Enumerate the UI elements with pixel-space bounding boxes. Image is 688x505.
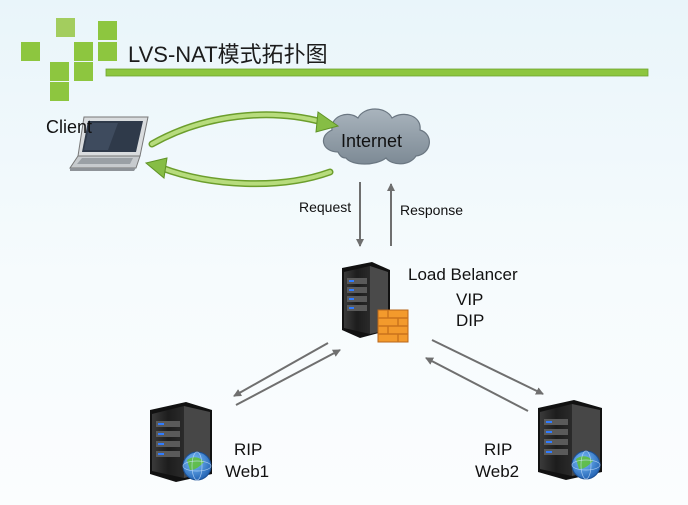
- web2-rip-label: RIP: [484, 440, 513, 459]
- web2-to-lb-arrow: [425, 357, 529, 412]
- laptop-icon: [69, 116, 149, 171]
- web1-label: Web1: [225, 462, 270, 481]
- diagram-title: LVS-NAT模式拓扑图: [128, 42, 328, 67]
- client-to-internet-arrow: [148, 111, 340, 148]
- vip-label: VIP: [456, 290, 484, 309]
- web1-rip-label: RIP: [234, 440, 263, 459]
- request-label: Request: [299, 199, 352, 215]
- firewall-icon: [377, 309, 409, 343]
- internet-to-client-arrow: [144, 157, 334, 188]
- web1-globe-icon: [182, 451, 212, 481]
- client-label: Client: [46, 117, 93, 137]
- lb-to-web1-arrow: [233, 342, 329, 397]
- web2-globe-icon: [571, 450, 601, 480]
- response-label: Response: [400, 202, 464, 218]
- dip-label: DIP: [456, 311, 485, 330]
- web2-label: Web2: [475, 462, 520, 481]
- cloud-icon: [322, 108, 430, 165]
- title-underline-bar: [105, 68, 649, 77]
- internet-label: Internet: [341, 131, 403, 151]
- lb-to-web2-arrow: [431, 339, 544, 395]
- load-balancer-label: Load Belancer: [408, 265, 518, 284]
- title-logo-squares: [21, 18, 117, 101]
- web1-to-lb-arrow: [235, 349, 341, 406]
